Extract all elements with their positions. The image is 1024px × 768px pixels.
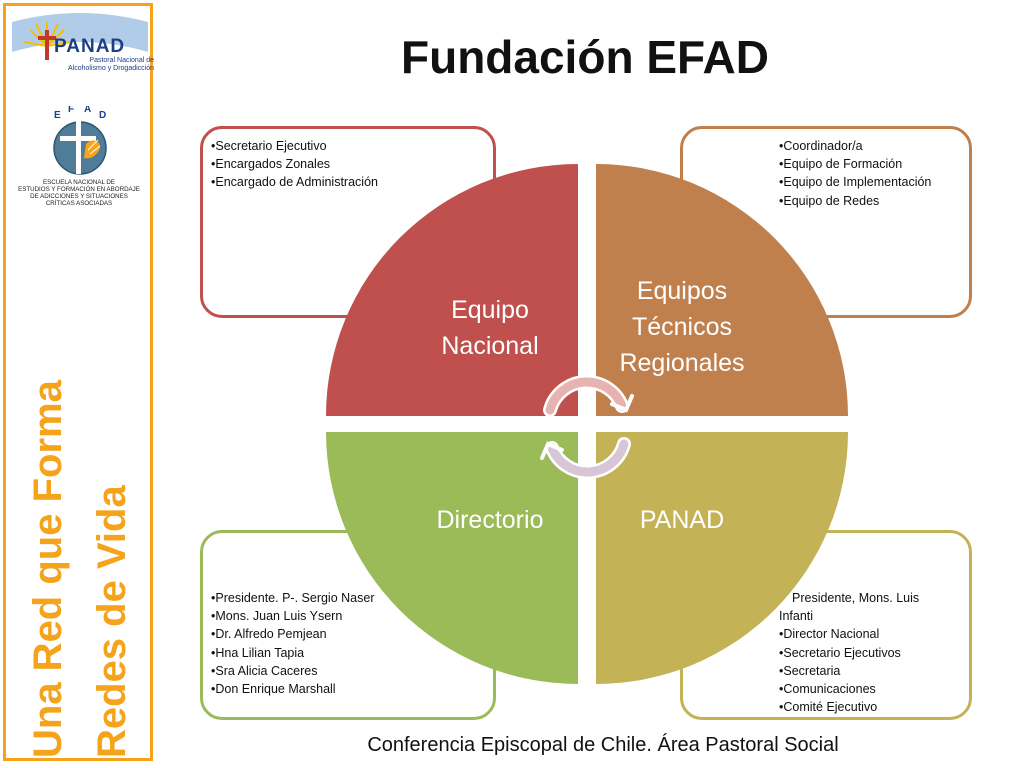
svg-text:E: E [54,110,61,121]
quadrant-label-equipos-tecnicos: Equipos Técnicos Regionales [592,273,772,381]
list-item: •Sra Alicia Caceres [211,663,318,678]
sidebar-panel: PANAD Pastoral Nacional de Alcoholismo y… [3,3,154,761]
quadrant-equipos-tecnicos [596,164,848,416]
quadrant-label-panad: PANAD [592,502,772,538]
quadrant-label-line: Regionales [619,349,745,377]
list-item: •Encargados Zonales [211,157,331,172]
list-item: •Secretaria [779,663,841,678]
list-item: •Encargado de Administración [211,175,378,190]
list-item: •Hna Lilian Tapia [211,645,305,660]
panad-logo-subtitle-line: Pastoral Nacional de [89,57,154,64]
quadrant-label-line: Técnicos [631,313,733,341]
list-item: Presidente, Mons. Luis Infanti [779,591,920,624]
list-item: •Director Nacional [779,627,880,642]
list-item: •Dr. Alfredo Pemjean [211,627,327,642]
quadrant-label-directorio: Directorio [400,502,580,538]
quadrant-label-line: Directorio [436,506,544,534]
list-item: •Mons. Juan Luis Ysern [211,609,343,624]
panad-logo-subtitle-line: Alcoholismo y Drogadicción [68,65,154,72]
efad-logo-caption: ESCUELA NACIONAL DE ESTUDIOS Y FORMACIÓN… [8,179,150,207]
quadrant-panad [596,432,848,684]
quadrant-label-line: Equipos [636,277,728,305]
list-item: •Equipo de Formación [779,157,903,172]
slogan-line-2: Redes de Vida [90,485,134,758]
panad-logo-subtitle: Pastoral Nacional de Alcoholismo y Droga… [24,57,154,73]
efad-logo-icon: E F A D [53,106,107,175]
svg-text:D: D [99,110,106,121]
info-box-equipos-tecnicos: •Coordinador/a •Equipo de Formación •Equ… [680,126,972,318]
quadrant-circle-diagram [326,164,848,684]
circular-arrows-icon [540,374,634,480]
efad-logo-caption-line: ESCUELA NACIONAL DE [43,179,115,186]
efad-logo-caption-line: CRÍTICAS ASOCIADAS [45,200,113,207]
list-item: •Comité Ejecutivo [779,700,878,715]
list-item: •Presidente. P-. Sergio Naser [211,591,375,605]
panad-logo-icon [12,13,148,60]
quadrant-equipo-nacional [326,164,578,416]
panad-logo-text: PANAD [54,36,126,57]
list-item: •Secretario Ejecutivos [779,645,901,660]
efad-logo-caption-line: DE ADICCIONES Y SITUACIONES [30,193,128,200]
quadrant-label-equipo-nacional: Equipo Nacional [400,292,580,364]
list-item: •Don Enrique Marshall [211,682,336,697]
page-footer: Conferencia Episcopal de Chile. Área Pas… [367,734,839,756]
svg-text:A: A [84,106,91,115]
quadrant-directorio [326,432,578,684]
list-item: •Comunicaciones [779,682,876,697]
quadrant-label-line: Equipo [451,296,529,324]
slogan-line-1: Una Red que Forma [26,380,70,758]
list-item: •Equipo de Implementación [779,175,932,190]
page-title: Fundación EFAD [401,31,769,83]
quadrant-label-line: Nacional [441,332,539,360]
svg-text:F: F [68,106,74,115]
quadrant-label-line: PANAD [639,506,725,534]
list-item: •Equipo de Redes [779,193,880,208]
efad-logo-caption-line: ESTUDIOS Y FORMACIÓN EN ABORDAJE [18,186,140,193]
list-item: •Coordinador/a [779,139,863,153]
list-item: •Secretario Ejecutivo [211,139,327,153]
